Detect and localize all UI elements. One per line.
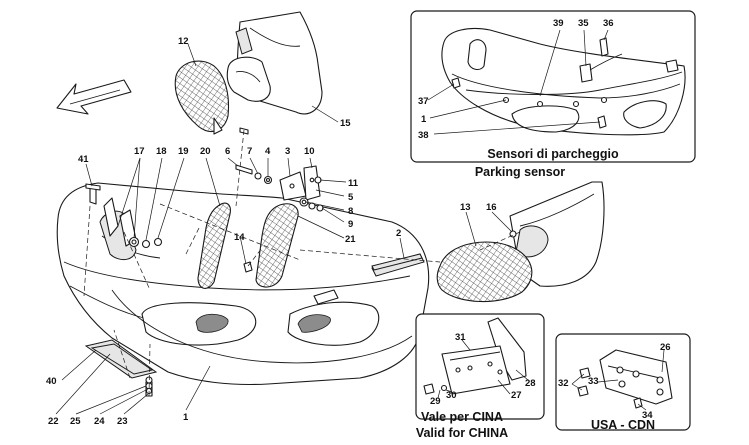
parking-bumper-drawing bbox=[441, 27, 686, 136]
parking-caption-it: Sensori di parcheggio bbox=[487, 147, 619, 161]
parking-callout-1: 1 bbox=[421, 114, 427, 125]
parking-callout-35: 35 bbox=[578, 18, 589, 29]
leader-lines bbox=[55, 43, 513, 415]
callout-27: 27 bbox=[511, 390, 522, 401]
parking-callout-36: 36 bbox=[603, 18, 614, 29]
side-grille-left bbox=[197, 202, 231, 289]
front-direction-arrow-icon bbox=[56, 79, 132, 115]
callout-33: 33 bbox=[588, 376, 599, 387]
callout-11: 11 bbox=[348, 178, 359, 189]
bracket-bumper-mount bbox=[279, 165, 321, 201]
callout-41: 41 bbox=[78, 154, 89, 165]
callout-16: 16 bbox=[486, 202, 497, 213]
callout-1: 1 bbox=[183, 412, 189, 423]
callout-7: 7 bbox=[247, 146, 252, 157]
callout-18: 18 bbox=[156, 146, 167, 157]
callout-34: 34 bbox=[642, 410, 653, 421]
callout-4: 4 bbox=[265, 146, 271, 157]
callout-10: 10 bbox=[304, 146, 315, 157]
callout-3: 3 bbox=[285, 146, 290, 157]
callout-19: 19 bbox=[178, 146, 189, 157]
upper-mesh-grille bbox=[174, 60, 230, 135]
main-callouts: 12 15 41 17 18 19 20 6 7 4 3 10 11 5 8 9… bbox=[46, 36, 497, 427]
callout-6: 6 bbox=[225, 146, 230, 157]
callout-28: 28 bbox=[525, 378, 536, 389]
usa-caption: USA - CDN bbox=[591, 418, 655, 432]
parking-callout-37: 37 bbox=[418, 96, 429, 107]
lower-mesh-grille bbox=[436, 241, 533, 303]
china-plate-bracket-drawing bbox=[423, 317, 527, 395]
callout-21: 21 bbox=[345, 234, 356, 245]
china-caption-en: Valid for CHINA bbox=[416, 426, 508, 440]
parking-leader-lines bbox=[427, 29, 609, 135]
front-bumper bbox=[56, 182, 430, 386]
callout-15: 15 bbox=[340, 118, 351, 129]
air-duct-right bbox=[509, 181, 605, 287]
callout-5: 5 bbox=[348, 192, 354, 203]
callout-2: 2 bbox=[396, 228, 401, 239]
callout-26: 26 bbox=[660, 342, 671, 353]
inset-usa-cdn: 32 33 26 34 bbox=[555, 333, 691, 431]
callout-23: 23 bbox=[117, 416, 128, 427]
parking-callout-38: 38 bbox=[418, 130, 429, 141]
undertray-plate bbox=[84, 339, 158, 379]
inset-parking-sensor: 39 35 36 37 1 38 Sensori di parcheggio bbox=[410, 10, 696, 163]
callout-31: 31 bbox=[455, 332, 466, 343]
callout-20: 20 bbox=[200, 146, 211, 157]
callout-13: 13 bbox=[460, 202, 471, 213]
callout-8: 8 bbox=[348, 206, 353, 217]
callout-32: 32 bbox=[558, 378, 569, 389]
callout-9: 9 bbox=[348, 219, 353, 230]
callout-12: 12 bbox=[178, 36, 189, 47]
callout-30: 30 bbox=[446, 390, 457, 401]
callout-17: 17 bbox=[134, 146, 145, 157]
callout-29: 29 bbox=[430, 396, 441, 407]
china-caption-it: Vale per CINA bbox=[421, 410, 503, 424]
usa-plate-bracket-drawing bbox=[577, 349, 673, 409]
parking-caption-en: Parking sensor bbox=[475, 165, 565, 179]
callout-40: 40 bbox=[46, 376, 57, 387]
callout-22: 22 bbox=[48, 416, 59, 427]
air-duct-upper bbox=[226, 11, 323, 115]
alignment-lines bbox=[83, 129, 521, 397]
parking-callout-39: 39 bbox=[553, 18, 564, 29]
callout-25: 25 bbox=[70, 416, 81, 427]
inset-china: 31 28 27 29 30 bbox=[415, 313, 545, 420]
callout-24: 24 bbox=[94, 416, 105, 427]
callout-14: 14 bbox=[234, 232, 245, 243]
side-grille-right bbox=[255, 203, 299, 288]
